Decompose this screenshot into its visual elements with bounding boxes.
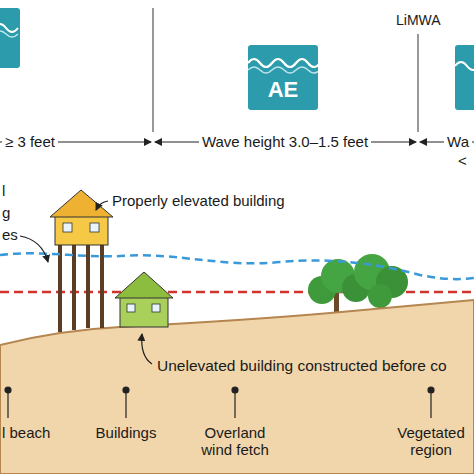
elevated-house	[50, 190, 113, 332]
callout-label: l	[2, 182, 5, 199]
dimension-label: Wave height 3.0–1.5 feet	[199, 133, 371, 150]
callout-label: es	[2, 226, 18, 243]
location-markers	[5, 387, 434, 418]
callout-label: g	[2, 204, 10, 221]
dimension-label: <	[458, 152, 467, 169]
zone-icon	[455, 45, 474, 110]
zone-icon	[0, 8, 20, 68]
dimension-label: Wa	[444, 133, 472, 150]
location-label: l beach	[2, 424, 50, 441]
wave-symbol	[248, 49, 318, 75]
wave-crest-line	[0, 253, 474, 279]
zone-icon: AE	[248, 45, 318, 110]
dimension-label: ≥ 3 feet	[2, 133, 58, 150]
unelevated-house	[115, 272, 173, 327]
zone-label: AE	[248, 77, 318, 103]
location-label: Buildings	[96, 424, 157, 441]
boundary-label: LiMWA	[396, 12, 441, 28]
location-label: Overland wind fetch	[193, 424, 277, 459]
callout-label: Unelevated building constructed before c…	[157, 357, 447, 375]
location-label: Vegetated region	[391, 424, 471, 459]
leader-arrow	[96, 201, 108, 210]
leader-arrow	[20, 236, 48, 262]
zone-divider	[418, 34, 419, 132]
leader-arrow	[142, 334, 152, 364]
ground	[0, 300, 474, 474]
callout-label: Properly elevated building	[112, 192, 285, 209]
zone-divider	[153, 8, 154, 132]
